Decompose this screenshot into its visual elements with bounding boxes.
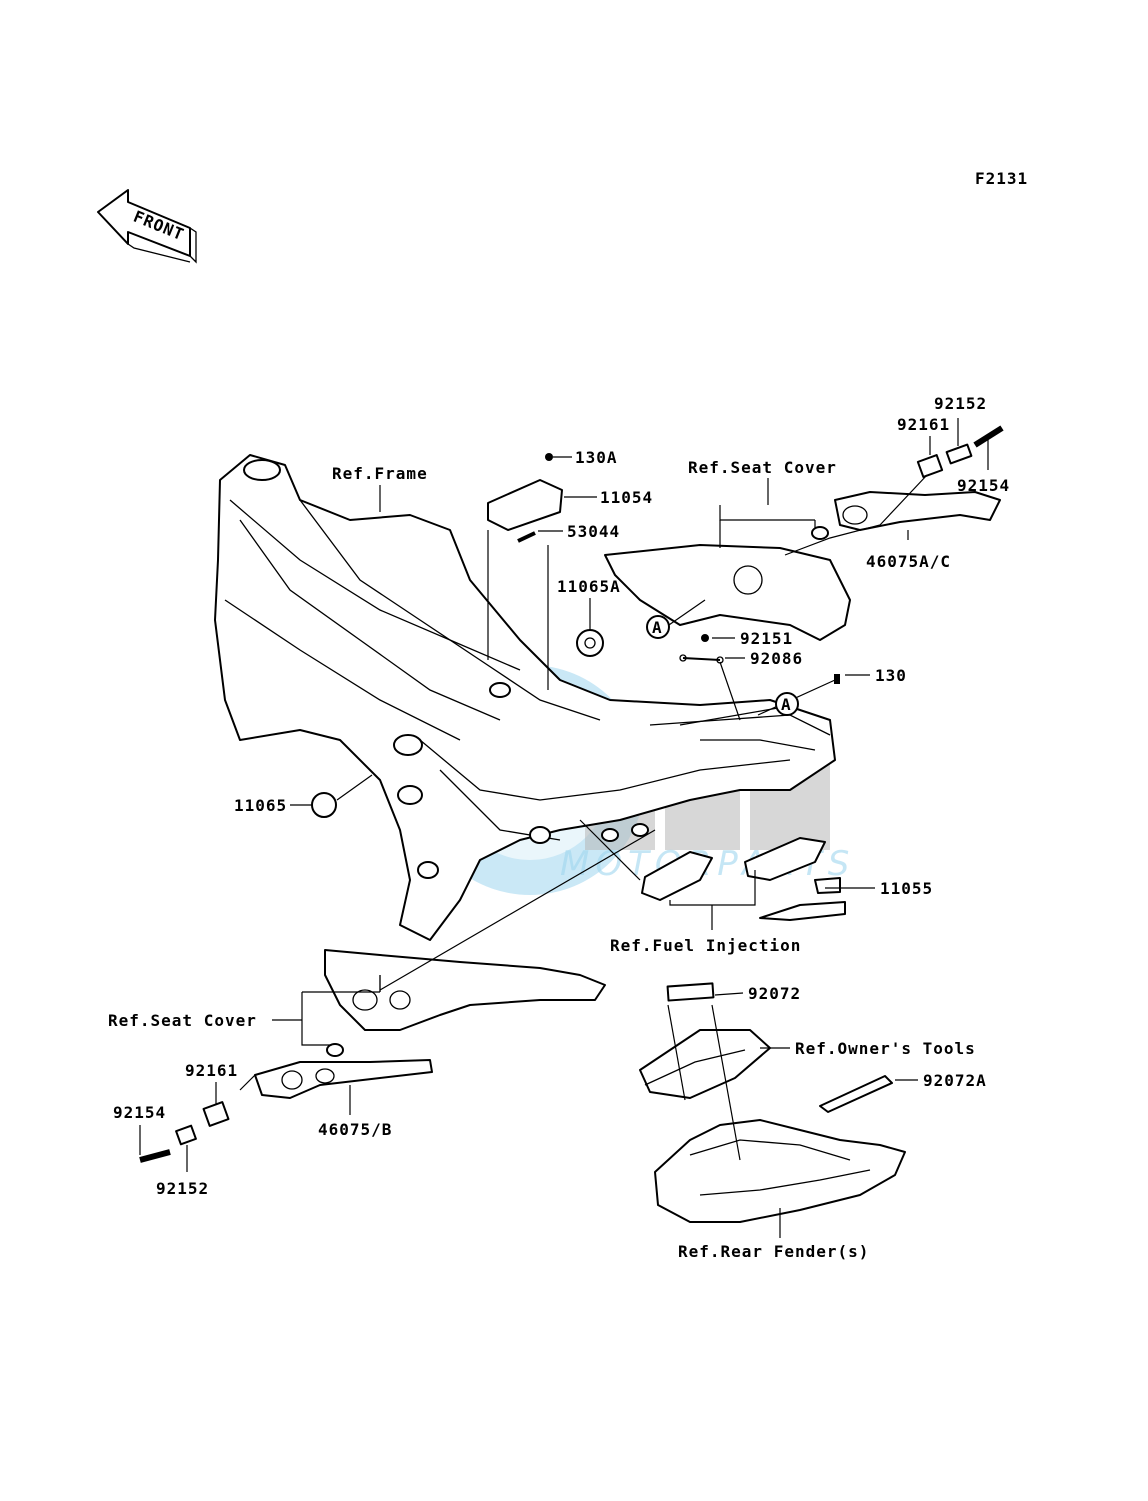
label-53044: 53044 bbox=[567, 522, 620, 541]
label-92161-bottom: 92161 bbox=[185, 1061, 238, 1080]
motorcycle-frame bbox=[214, 454, 836, 941]
part-53044-pin bbox=[517, 531, 536, 543]
label-ref-seat-cover-top: Ref.Seat Cover bbox=[688, 458, 837, 477]
seat-cover-top-part bbox=[604, 544, 851, 641]
label-ref-rear-fender: Ref.Rear Fender(s) bbox=[678, 1242, 869, 1261]
label-130: 130 bbox=[875, 666, 907, 685]
part-130A-bolt bbox=[545, 453, 553, 461]
part-washer-bottom bbox=[326, 1043, 344, 1057]
label-92086: 92086 bbox=[750, 649, 803, 668]
label-92072: 92072 bbox=[748, 984, 801, 1003]
label-92072A: 92072A bbox=[923, 1071, 987, 1090]
label-92152-top: 92152 bbox=[934, 394, 987, 413]
part-46075B-grab-rail bbox=[254, 1059, 433, 1099]
part-92152-sleeve-top bbox=[945, 443, 973, 465]
callout-a-label-2: A bbox=[781, 695, 792, 714]
part-11055-bracket-right bbox=[744, 837, 826, 881]
part-92072-strap bbox=[666, 982, 715, 1002]
part-92152-sleeve-bottom bbox=[175, 1124, 197, 1146]
part-46075AC-grab-rail bbox=[834, 491, 1001, 531]
label-ref-fuel-injection: Ref.Fuel Injection bbox=[610, 936, 801, 955]
part-11055-bracket-small bbox=[759, 901, 846, 921]
part-92154-bolt-top bbox=[973, 425, 1004, 448]
label-11055: 11055 bbox=[880, 879, 933, 898]
label-11065A: 11065A bbox=[557, 577, 621, 596]
front-arrow-icon: FRONT bbox=[97, 189, 197, 264]
part-92154-bolt-bottom bbox=[139, 1149, 171, 1163]
part-labels: Ref.Frame 130A 11054 53044 11065A Ref.Se… bbox=[108, 394, 1010, 1261]
seat-cover-bottom-part bbox=[324, 949, 606, 1031]
label-130A: 130A bbox=[575, 448, 618, 467]
part-11065A-grommet bbox=[576, 629, 604, 657]
label-92154-top: 92154 bbox=[957, 476, 1010, 495]
part-92161-collar-top bbox=[916, 454, 944, 478]
label-92161-top: 92161 bbox=[897, 415, 950, 434]
part-11055-bracket-left bbox=[641, 851, 713, 901]
label-92151: 92151 bbox=[740, 629, 793, 648]
label-ref-seat-cover-bottom: Ref.Seat Cover bbox=[108, 1011, 257, 1030]
part-92161-collar-bottom bbox=[202, 1101, 230, 1127]
label-11054: 11054 bbox=[600, 488, 653, 507]
part-130-bolt bbox=[834, 674, 840, 684]
owners-tools-bag bbox=[639, 1029, 771, 1099]
callout-a-circle-1 bbox=[646, 615, 670, 639]
label-11065: 11065 bbox=[234, 796, 287, 815]
part-92072A-strap bbox=[819, 1075, 893, 1113]
leader-lines bbox=[139, 418, 989, 1238]
callout-a-label-1: A bbox=[652, 618, 663, 637]
label-92154-bottom: 92154 bbox=[113, 1103, 166, 1122]
part-11065-grommet bbox=[311, 792, 337, 818]
callout-a-circle-2 bbox=[775, 692, 799, 716]
label-ref-frame: Ref.Frame bbox=[332, 464, 428, 483]
part-92151-bolt bbox=[701, 634, 709, 642]
label-46075B: 46075/B bbox=[318, 1120, 392, 1139]
label-46075AC: 46075A/C bbox=[866, 552, 951, 571]
label-92152-bottom: 92152 bbox=[156, 1179, 209, 1198]
part-11054-bracket bbox=[487, 479, 563, 531]
part-washer-top bbox=[811, 526, 829, 540]
label-ref-owners-tools: Ref.Owner's Tools bbox=[795, 1039, 976, 1058]
part-92086-wire bbox=[682, 657, 721, 661]
figure-code: F2131 bbox=[975, 169, 1028, 188]
